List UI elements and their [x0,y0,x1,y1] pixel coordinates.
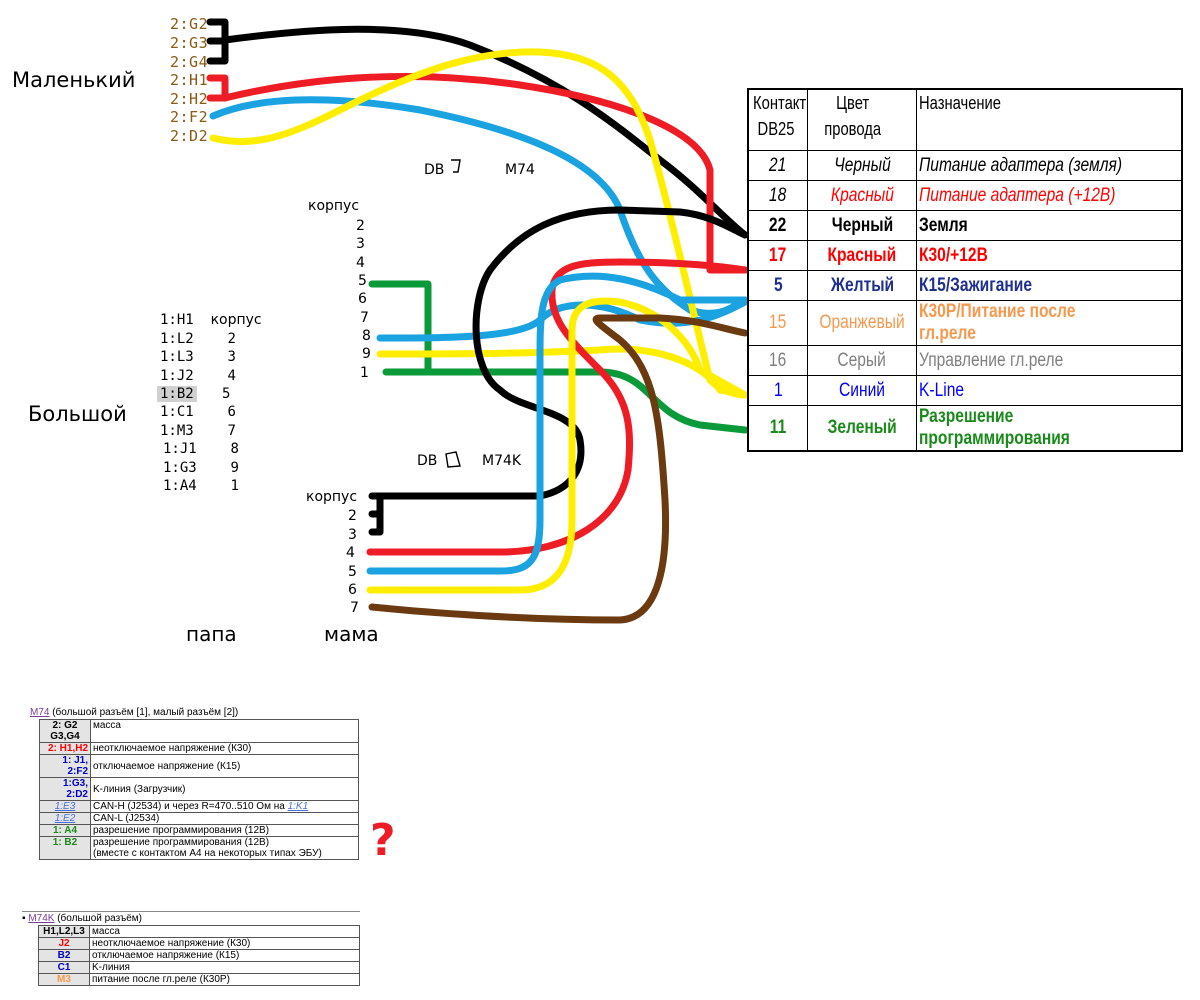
small-pin-label: 2:F2 [170,108,209,126]
header-purpose: Назначение [916,88,1183,151]
wire-yellow-big-kline [366,297,749,594]
big-pin-row: 1:J1 8 [163,441,239,457]
big-pin-row: 1:L2 2 [160,331,236,347]
db25-row: 16 Серый Управление гл.реле [747,345,1183,376]
mid-connector-label: 3 [356,236,365,252]
small-connector-title: Маленький [12,68,136,92]
mid-connector-label: корпус [308,198,360,214]
bottom-connector-label: 3 [348,527,357,543]
db25-row: 15 Оранжевый К30Р/Питание после гл.реле [747,300,1183,346]
wire-black-small-ground [221,25,749,239]
db25-row: 21 Черный Питание адаптера (земля) [747,150,1183,181]
m74-label: M74 [505,162,535,178]
mama-label: мама [324,622,379,646]
bottom-connector-label: 2 [348,508,357,524]
db25-row: 22 Черный Земля [747,210,1183,241]
m74k-caption: ▪ M74K (большой разъём) [22,911,360,924]
bottom-connector-label: 6 [348,582,357,598]
mid-connector-label: 6 [358,291,367,307]
small-pin-label: 2:H1 [170,71,209,89]
db25-row: 17 Красный К30/+12В [747,240,1183,271]
m74k-label: M74K [482,453,522,469]
bottom-connector-label: 7 [350,600,359,616]
mid-connector-label: 9 [362,346,371,362]
wire-k30-bracket-small [206,74,229,102]
small-pin-label: 2:D2 [170,127,209,145]
db-connector-icon [445,451,461,468]
db25-row: 5 Желтый К15/Зажигание [747,270,1183,301]
big-pin-row: 1:C1 6 [160,404,236,420]
big-pin-row: 1:H1 корпус [160,312,262,328]
mid-connector-label: 4 [356,255,365,271]
bottom-connector-label: корпус [306,489,358,505]
papa-label: папа [186,622,237,646]
small-pin-label: 2:H2 [170,90,209,108]
big-pin-row: 1:J2 4 [160,368,236,384]
bottom-connector-label: 4 [346,545,355,561]
db25-row: 1 Синий K-Line [747,375,1183,406]
db-connector-icon [451,159,461,173]
mid-connector-label: 1 [360,365,369,381]
m74-link[interactable]: M74 [30,707,50,718]
wire-red-small-k30 [221,72,749,274]
db25-row: 18 Красный Питание адаптера (+12В) [747,180,1183,211]
m74-reference-table: M74 (большой разъём [1], малый разъём [2… [30,707,359,860]
question-mark: ? [370,815,396,866]
db-label: DB [417,453,438,469]
mid-connector-label: 5 [358,273,367,289]
header-contact: Контакт DB25 [747,88,808,151]
wire-yellow-small-d2 [209,48,749,399]
header-wire-color: Цвет провода [806,88,918,151]
m74k-link[interactable]: M74K [28,913,55,924]
big-pin-row: 1:B2 5 [157,386,230,402]
mid-connector-label: 2 [356,218,365,234]
big-pin-row: 1:M3 7 [160,423,236,439]
wire-blue-big-k15 [366,272,749,575]
db25-row: 11 Зеленый Разрешение программирования [747,405,1183,452]
small-pin-label: 2:G4 [170,53,209,71]
db25-pinout-table: Контакт DB25 Цвет провода Назначение 21 … [747,88,1184,452]
db-label: DB [424,162,445,178]
db25-header-row: Контакт DB25 Цвет провода Назначение [747,88,1183,151]
mid-connector-label: 7 [360,310,369,326]
small-pin-label: 2:G2 [170,15,209,33]
wire-brown-big-k30p [368,314,749,624]
m74-caption: M74 (большой разъём [1], малый разъём [2… [30,707,239,718]
bottom-connector-label: 5 [348,564,357,580]
mid-connector-label: 8 [362,328,371,344]
small-pin-label: 2:G3 [170,34,209,52]
wire-black-big-loop [368,206,749,536]
big-pin-row: 1:A4 1 [163,478,239,494]
big-pin-row: 1:G3 9 [163,460,239,476]
big-pin-row: 1:L3 3 [160,349,236,365]
big-connector-title: Большой [28,402,127,426]
